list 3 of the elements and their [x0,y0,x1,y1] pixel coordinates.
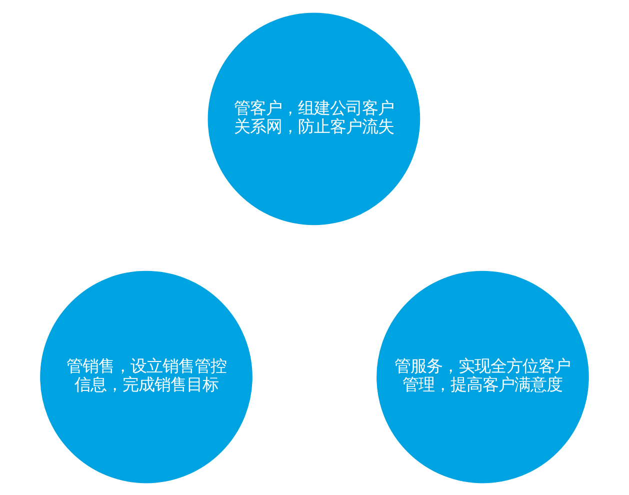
node-circle: 管销售，设立销售管控信息，完成销售目标 [40,270,252,483]
node-circle: 管客户，组建公司客户关系网，防止客户流失 [208,12,420,225]
node-circle: 管服务，实现全方位客户管理，提高客户满意度 [376,270,589,483]
